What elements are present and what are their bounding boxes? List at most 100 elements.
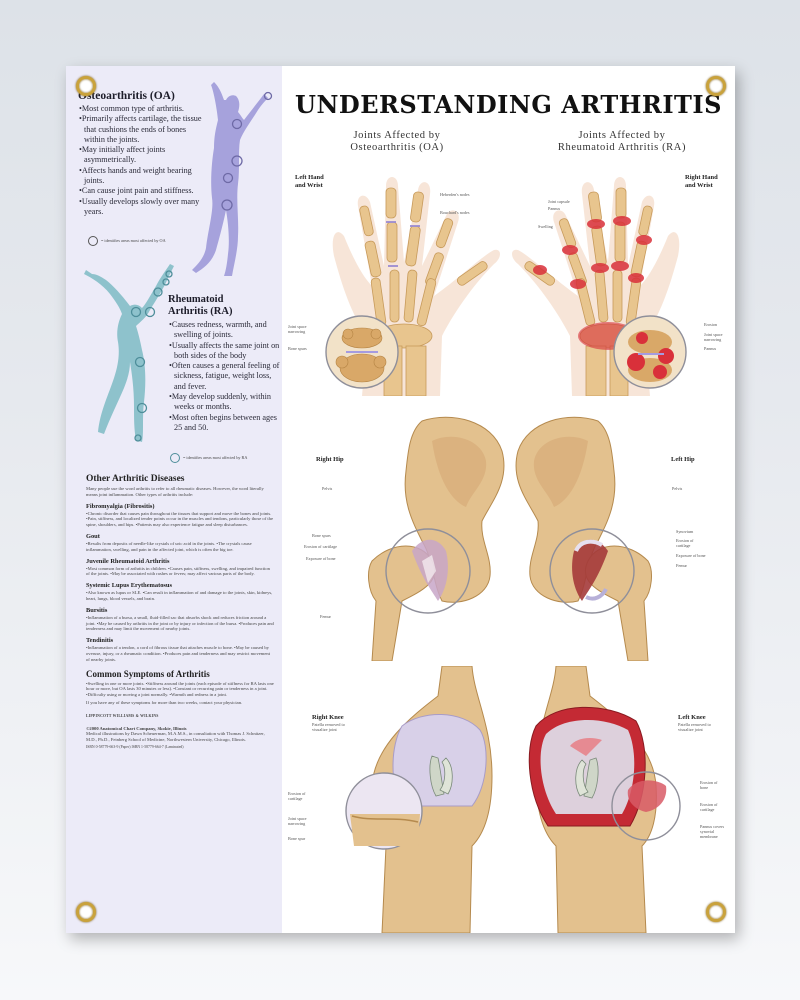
oa-bullet: •Primarily affects cartilage, the tissue… — [79, 114, 202, 144]
oa-column-heading: Joints Affected by Osteoarthritis (OA) — [322, 130, 472, 154]
callout: Swelling — [538, 224, 553, 229]
callout: Synovium — [676, 529, 694, 534]
grommet-icon — [76, 76, 96, 96]
oa-legend-text: = identifies areas most affected by OA — [101, 237, 166, 243]
credits: Medical illustrations by Dawn Scheuerman… — [86, 731, 265, 743]
callout: Heberden's nodes — [440, 192, 470, 197]
oa-bullet: •Can cause joint pain and stiffness. — [79, 186, 194, 196]
ra-bullet: •May develop suddenly, within weeks or m… — [169, 392, 271, 412]
label-sub: Patella removed to — [312, 721, 345, 727]
right-knee-label: Right Knee Patella removed to visualize … — [312, 714, 345, 733]
callout: Bone spur — [288, 836, 306, 841]
callout: Pannus covers synovial membrane — [700, 824, 725, 839]
label-line: Left Knee — [678, 714, 706, 721]
callout: Pannus — [548, 206, 561, 211]
grommet-icon — [706, 76, 726, 96]
label-sub: visualize joint — [678, 727, 703, 732]
disease-name: Bursitis — [86, 606, 108, 614]
ra-bullet: •Usually affects the same joint on both … — [169, 340, 280, 360]
copyright: ©2000 Anatomical Chart Company, Skokie, … — [86, 725, 187, 731]
oa-bullet: •May initially affect joints asymmetrica… — [79, 145, 166, 165]
ra-section: Rheumatoid Arthritis (RA) •Causes rednes… — [168, 294, 280, 433]
ra-title-line2: Arthritis (RA) — [168, 306, 233, 317]
callout: Pannus — [704, 346, 717, 351]
ra-heading-line1: Joints Affected by — [578, 130, 666, 141]
grommet-icon — [76, 902, 96, 922]
label-line: Right Knee — [312, 714, 344, 721]
callout: Bouchard's nodes — [440, 210, 470, 215]
label-line: Right Hand — [685, 174, 718, 181]
page-title: UNDERSTANDING ARTHRITIS — [295, 90, 722, 119]
arthritis-poster: Osteoarthritis (OA) •Most common type of… — [66, 66, 735, 933]
oa-bullet: •Usually develops slowly over many years… — [79, 196, 200, 216]
ra-heading-line2: Rheumatoid Arthritis (RA) — [557, 142, 687, 153]
callout: Exposure of bone — [306, 556, 336, 561]
ra-knee-illustration-icon — [528, 666, 681, 933]
ra-title: Rheumatoid Arthritis (RA) — [168, 294, 280, 318]
callout: Erosion of cartilage — [700, 802, 718, 812]
right-hand-label: Right Hand and Wrist — [685, 174, 718, 189]
label-line: and Wrist — [685, 181, 713, 189]
callout: Joint space narrowing — [288, 324, 307, 334]
ra-column-heading: Joints Affected by Rheumatoid Arthritis … — [527, 130, 717, 154]
ra-legend-text: = identifies areas most affected by RA — [183, 454, 248, 460]
ra-bullet: •Causes redness, warmth, and swelling of… — [169, 320, 267, 340]
right-hip-label: Right Hip — [316, 456, 344, 463]
symptoms-title: Common Symptoms of Arthritis — [86, 668, 210, 679]
callout: Joint space narrowing — [704, 332, 723, 342]
disease-text: •Chronic disorder that causes pain throu… — [86, 510, 274, 528]
oa-body-figure-icon — [192, 82, 273, 276]
callout: Exposure of bone — [676, 553, 706, 558]
callout: Bone spurs — [288, 346, 307, 351]
label-line: Left Hand — [295, 174, 324, 181]
disease-name: Juvenile Rheumatoid Arthritis — [86, 557, 170, 565]
isbn: ISBN 0-58779-663-9 (Paper) ISBN 1-58779-… — [86, 744, 184, 749]
ra-title-line1: Rheumatoid — [168, 294, 224, 305]
callout: Bone spurs — [312, 533, 331, 538]
disease-text: •Also known as lupus or SLE. •Can result… — [86, 590, 273, 601]
disease-text: •Inflammation of a bursa, a small, fluid… — [86, 614, 274, 632]
disease-name: Fibromyalgia (Fibrositis) — [86, 502, 155, 510]
callout: Pelvis — [672, 486, 683, 491]
disease-text: •Results from deposits of needle-like cr… — [86, 540, 252, 552]
callout: Pelvis — [322, 486, 333, 491]
ra-hip-illustration-icon — [515, 416, 652, 661]
oa-heading-line2: Osteoarthritis (OA) — [350, 142, 444, 153]
oa-hand-illustration-icon — [325, 177, 500, 396]
callout: Erosion — [704, 322, 718, 327]
publisher-logo: LIPPINCOTT WILLIAMS & WILKINS — [86, 713, 159, 718]
ra-bullets: •Causes redness, warmth, and swelling of… — [168, 320, 280, 433]
callout: Erosion of bone — [700, 780, 718, 790]
symptoms-text: •Swelling in one or more joints. •Stiffn… — [86, 680, 274, 698]
ra-body-figure-icon — [84, 264, 174, 442]
callout: Femur — [320, 614, 331, 619]
callout: Erosion of cartilage — [288, 791, 306, 801]
left-hip-label: Left Hip — [671, 456, 695, 463]
other-diseases-section: Other Arthritic Diseases Many people use… — [86, 474, 274, 751]
callout: Joint capsule — [548, 199, 570, 204]
callout: Erosion of cartilage — [676, 538, 694, 548]
label-line: and Wrist — [295, 181, 323, 189]
ra-legend: = identifies areas most affected by RA — [170, 453, 247, 463]
legend-circle-icon — [170, 453, 180, 463]
disease-name: Tendinitis — [86, 637, 114, 645]
left-hand-label: Left Hand and Wrist — [295, 174, 324, 189]
disease-name: Systemic Lupus Erythematosus — [86, 582, 172, 590]
left-knee-label: Left Knee Patella removed to visualize j… — [678, 714, 711, 733]
main-illustration-area: UNDERSTANDING ARTHRITIS Joints Affected … — [282, 66, 735, 933]
oa-bullet: •Affects hands and weight bearing joints… — [79, 165, 192, 186]
ra-hand-illustration-icon — [512, 177, 687, 396]
ra-bullet: •Often causes a general feeling of sickn… — [169, 361, 280, 391]
oa-title: Osteoarthritis (OA) — [78, 90, 175, 102]
sidebar-panel: Osteoarthritis (OA) •Most common type of… — [66, 66, 282, 933]
oa-bullet: •Most common type of arthritis. — [79, 104, 184, 113]
legend-circle-icon — [88, 236, 98, 246]
label-sub: Patella removed to — [678, 721, 711, 727]
grommet-icon — [706, 902, 726, 922]
callout: Joint space narrowing — [288, 816, 307, 826]
oa-section: Osteoarthritis (OA) •Most common type of… — [78, 90, 202, 217]
oa-heading-line1: Joints Affected by — [353, 130, 441, 141]
label-sub: visualize joint — [312, 727, 337, 732]
other-diseases-title: Other Arthritic Diseases — [86, 474, 185, 484]
disease-text: •Inflammation of a tendon, a cord of fib… — [86, 645, 270, 662]
